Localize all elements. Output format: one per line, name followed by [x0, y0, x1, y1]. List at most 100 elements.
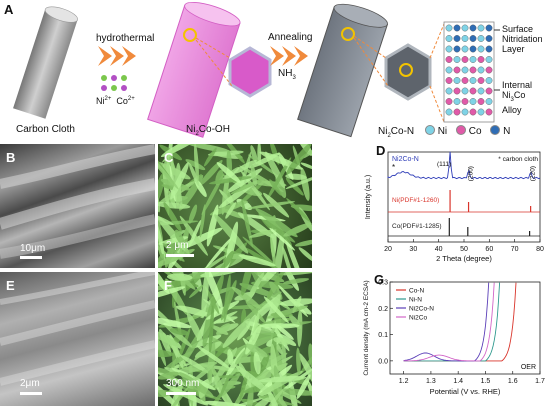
lattice-atom	[453, 98, 461, 105]
internal-alloy-label: Internal Ni3Co Alloy	[502, 80, 533, 115]
sem-flake	[248, 229, 277, 238]
xrd-xlabel: 2 Theta (degree)	[436, 254, 492, 263]
pink-hexagon	[228, 46, 272, 98]
xrd-xtick-label: 30	[409, 246, 417, 253]
sem-flake	[306, 380, 312, 401]
xrd-hkl-label: (220)	[530, 166, 537, 181]
lattice-atom	[477, 77, 485, 84]
sem-flake	[223, 250, 234, 268]
sem-fibers-e	[0, 272, 155, 386]
sem-flake	[186, 312, 203, 343]
sem-flake	[216, 323, 231, 336]
sem-flake	[246, 272, 265, 302]
sem-flake	[209, 200, 248, 216]
lattice-atom	[485, 24, 493, 32]
ni2co-oh-fiber	[147, 2, 241, 138]
sem-flake	[223, 274, 231, 323]
sem-flake	[216, 162, 241, 183]
oer-ytick-label: 0.2	[378, 306, 388, 313]
xrd-series-label: Ni(PDF#1-1260)	[392, 197, 439, 204]
lattice-atom	[453, 108, 461, 116]
oer-ytick-label: 0.1	[378, 332, 388, 339]
sem-flake	[199, 160, 223, 186]
lattice-atom	[477, 24, 485, 32]
scale-b: 10μm	[20, 243, 46, 254]
sem-image-f	[158, 272, 312, 406]
sem-flake	[162, 144, 196, 163]
lattice-atom	[453, 35, 461, 42]
sem-flake	[158, 213, 174, 226]
sem-flake	[188, 162, 200, 187]
sem-flake	[158, 303, 171, 324]
sem-image-c	[158, 144, 312, 268]
sem-flake	[196, 345, 231, 369]
scalebar-f	[166, 392, 196, 395]
sem-flake	[158, 220, 199, 226]
lattice-atom	[445, 87, 453, 95]
sem-flake	[178, 372, 214, 398]
sem-flake	[250, 164, 257, 187]
lattice-atom	[445, 108, 453, 116]
panel-f-label: F	[164, 278, 172, 293]
metal-ions	[101, 75, 127, 91]
xrd-ylabel: Intensity (a.u.)	[365, 175, 372, 219]
sem-flake	[241, 199, 253, 248]
sem-flake	[189, 284, 204, 298]
oer-xtick-label: 1.6	[508, 378, 518, 385]
lattice-atom	[477, 56, 485, 63]
sem-flake	[205, 236, 233, 268]
sem-flakes-c	[158, 144, 312, 268]
panel-c-label: C	[164, 150, 174, 165]
sem-flake	[266, 157, 292, 200]
lattice-atom	[485, 66, 493, 74]
lattice-atom	[453, 66, 461, 74]
zoom-circle-2	[341, 27, 355, 41]
sem-flake	[166, 273, 193, 281]
lattice-atom	[461, 35, 469, 42]
xrd-series-label: Co(PDF#1-1285)	[392, 223, 442, 230]
sem-flake	[285, 238, 304, 268]
sem-flake	[195, 254, 228, 268]
sem-flake	[158, 272, 170, 294]
sem-flake	[308, 343, 312, 369]
lattice-atom	[485, 45, 493, 53]
sem-flake	[279, 298, 312, 307]
sem-flake	[237, 324, 251, 341]
sem-flake	[286, 144, 312, 175]
sem-flake	[164, 351, 193, 370]
scalebar-b	[20, 256, 42, 259]
ni2co-n-fiber	[297, 3, 389, 138]
xrd-hkl-label: (200)	[468, 166, 475, 181]
sem-flake	[158, 151, 179, 190]
lattice-atom	[453, 87, 461, 95]
step-nh3: NH3	[278, 68, 296, 81]
sem-flake	[253, 351, 261, 375]
scale-f: 300 nm	[166, 378, 200, 389]
precursor-label: Ni2Co-OH	[186, 124, 230, 137]
lattice-atom	[485, 35, 493, 42]
sem-flake	[180, 355, 209, 373]
sem-flake	[158, 221, 166, 262]
sem-flake	[158, 389, 171, 398]
lattice-atom	[461, 98, 469, 105]
lattice-atom	[453, 45, 461, 53]
sem-flake	[201, 272, 210, 319]
lattice-atom	[469, 98, 477, 105]
xrd-star: *	[392, 163, 395, 172]
sem-flake	[255, 208, 298, 238]
sem-flake	[283, 272, 300, 291]
ion-labels: Ni2+ Co2+	[96, 96, 135, 106]
gray-hexagon	[384, 43, 432, 101]
oer-xtick-label: 1.7	[535, 378, 545, 385]
oer-xlabel: Potential (V vs. RHE)	[430, 387, 501, 396]
sem-flake	[296, 374, 311, 399]
lattice-atom	[477, 108, 485, 116]
oer-xtick-label: 1.4	[453, 378, 463, 385]
sem-flake	[286, 198, 311, 222]
panel-e-label: E	[6, 278, 15, 293]
xrd-xtick-label: 20	[384, 246, 392, 253]
lattice-atom	[461, 108, 469, 116]
carbon-cloth-cylinder	[13, 6, 78, 119]
sem-flake	[298, 247, 312, 263]
sem-flake	[219, 374, 231, 399]
